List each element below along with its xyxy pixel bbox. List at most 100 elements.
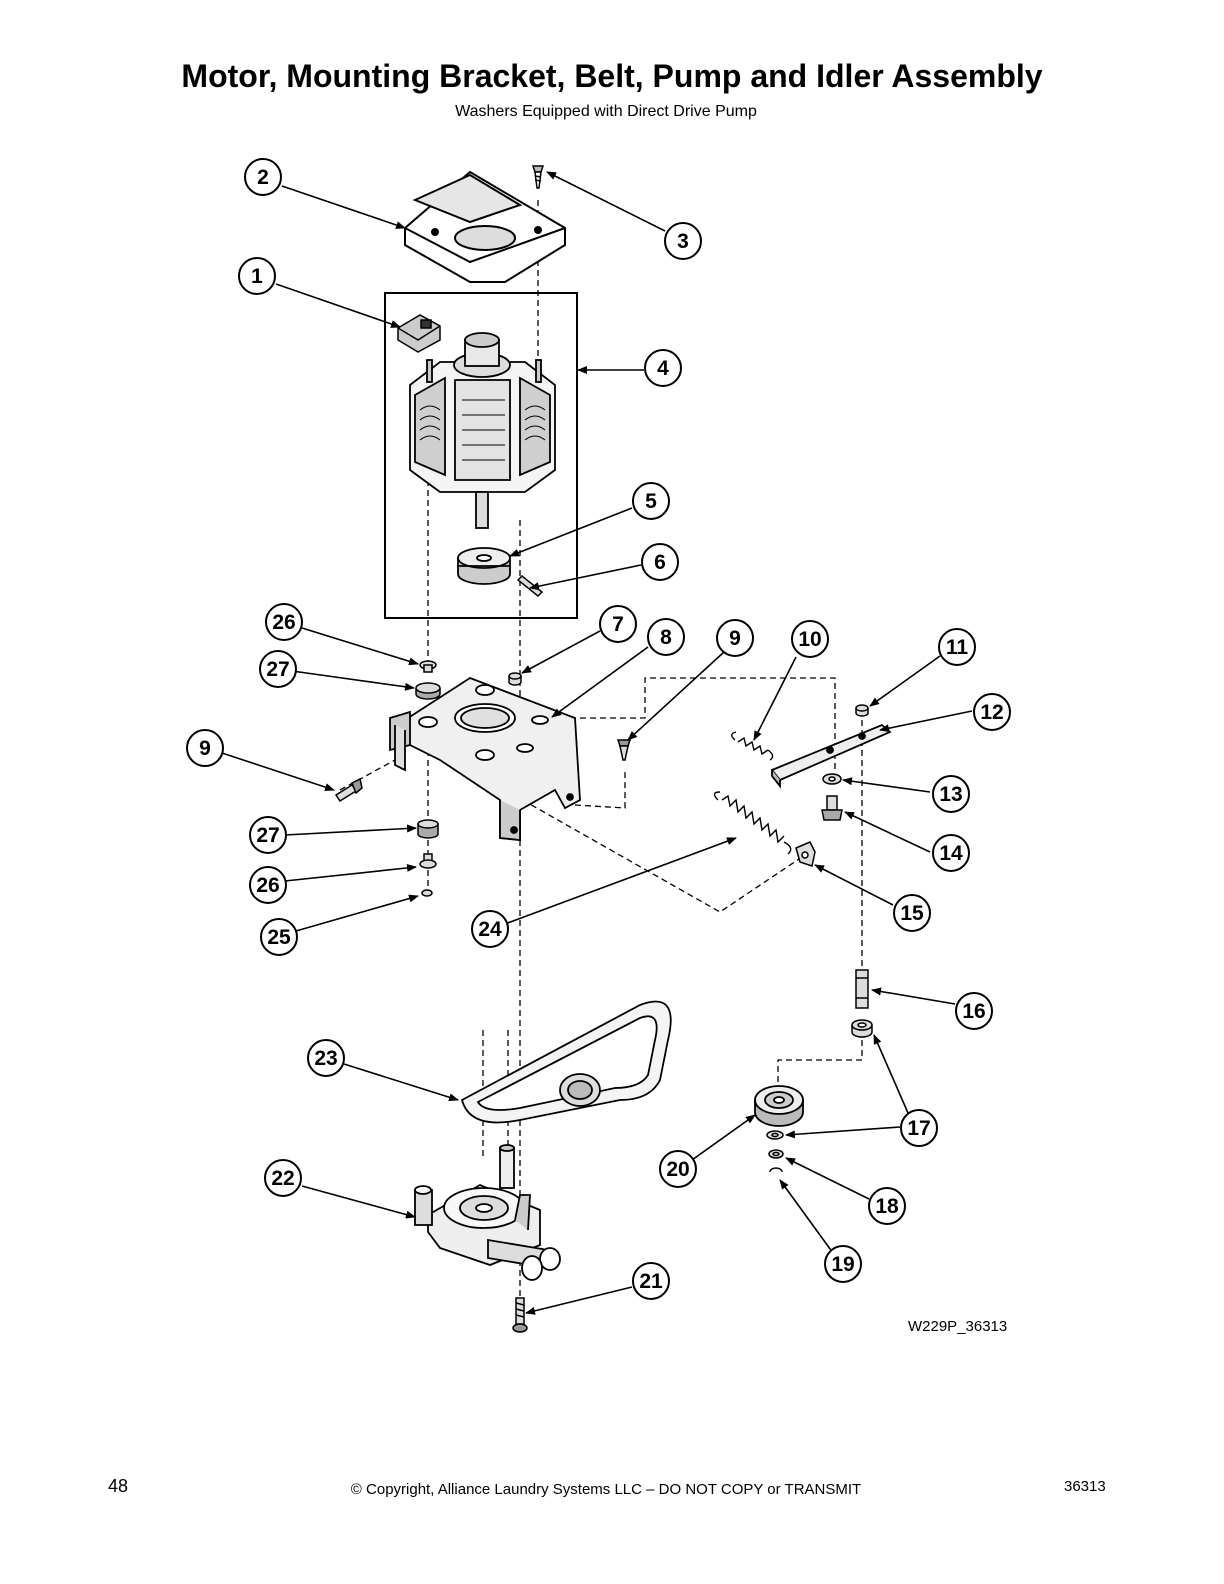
page-number: 48 <box>108 1476 129 1496</box>
callout-circle <box>973 693 1011 731</box>
callout-12: 12 <box>973 693 1011 731</box>
drive-belt-part <box>460 1000 672 1124</box>
callout-circle <box>632 482 670 520</box>
callout-circle <box>659 1150 697 1188</box>
callout-9: 9 <box>716 619 754 657</box>
mounting-bracket-part <box>389 676 581 841</box>
callout-label: 8 <box>660 626 672 649</box>
callout-26: 26 <box>249 866 287 904</box>
callout-label: 19 <box>831 1253 854 1276</box>
page-title: Motor, Mounting Bracket, Belt, Pump and … <box>181 58 1043 94</box>
pump-screw-part <box>512 1297 528 1333</box>
motor-pulley-part <box>457 547 511 585</box>
page-subtitle: Washers Equipped with Direct Drive Pump <box>455 103 757 120</box>
callout-label: 20 <box>666 1158 689 1181</box>
callout-label: 10 <box>798 628 821 651</box>
callout-label: 27 <box>266 658 289 681</box>
drawing-code: W229P_36313 <box>908 1318 1007 1335</box>
screw-left-part <box>334 777 363 803</box>
callout-circle <box>260 918 298 956</box>
callout-14: 14 <box>932 834 970 872</box>
callout-circle <box>599 605 637 643</box>
callout-circle <box>186 729 224 767</box>
callout-label: 16 <box>962 1000 985 1023</box>
spring-bracket-part <box>795 841 816 867</box>
callout-circle <box>647 618 685 656</box>
callout-circle <box>932 834 970 872</box>
callout-2: 2 <box>244 158 282 196</box>
callout-label: 11 <box>946 636 969 659</box>
callout-label: 14 <box>939 842 963 865</box>
callout-label: 21 <box>639 1270 663 1293</box>
motor-assembly-box <box>384 292 578 619</box>
nut-part <box>508 672 522 686</box>
idler-arm-part <box>770 723 892 789</box>
callout-27: 27 <box>259 650 297 688</box>
callout-label: 25 <box>267 926 291 949</box>
callout-circle <box>632 1262 670 1300</box>
callout-label: 13 <box>939 783 962 806</box>
callout-label: 9 <box>729 627 741 650</box>
idler-nut-part <box>855 704 869 717</box>
callout-circle <box>249 866 287 904</box>
callout-label: 12 <box>980 701 1003 724</box>
callout-label: 26 <box>256 874 279 897</box>
small-spring-part <box>731 731 774 761</box>
spacer-part <box>851 1019 873 1038</box>
idler-stud-part <box>855 969 869 1009</box>
document-number: 36313 <box>1064 1478 1106 1495</box>
callout-25: 25 <box>260 918 298 956</box>
overload-protector-part <box>397 314 441 353</box>
callout-4: 4 <box>644 349 682 387</box>
callout-label: 24 <box>478 918 502 941</box>
callout-label: 3 <box>677 230 689 253</box>
callout-9: 9 <box>186 729 224 767</box>
callout-circle <box>238 257 276 295</box>
motor-part <box>409 332 556 529</box>
callout-27: 27 <box>249 816 287 854</box>
callout-8: 8 <box>647 618 685 656</box>
callout-19: 19 <box>824 1245 862 1283</box>
idler-washers-parts <box>766 1130 784 1173</box>
callout-circle <box>932 775 970 813</box>
copyright-notice: © Copyright, Alliance Laundry Systems LL… <box>350 1481 862 1498</box>
callout-label: 7 <box>612 613 624 636</box>
callout-26: 26 <box>265 603 303 641</box>
callout-label: 5 <box>645 490 657 513</box>
screw-right-part <box>616 739 632 761</box>
callout-circle <box>249 816 287 854</box>
callout-23: 23 <box>307 1039 345 1077</box>
large-spring-part <box>713 791 792 855</box>
callout-7: 7 <box>599 605 637 643</box>
callout-3: 3 <box>664 222 702 260</box>
callout-17: 17 <box>900 1109 938 1147</box>
motor-cover-part <box>404 170 566 283</box>
callout-label: 15 <box>900 902 924 925</box>
callout-circle <box>471 910 509 948</box>
callout-circle <box>264 1159 302 1197</box>
callout-circle <box>644 349 682 387</box>
callout-label: 23 <box>314 1047 337 1070</box>
callout-circle <box>900 1109 938 1147</box>
callout-10: 10 <box>791 620 829 658</box>
callout-circle <box>868 1187 906 1225</box>
callout-circle <box>265 603 303 641</box>
callout-circle <box>824 1245 862 1283</box>
pump-part <box>414 1144 561 1281</box>
callout-circle <box>955 992 993 1030</box>
callout-circle <box>641 543 679 581</box>
callout-16: 16 <box>955 992 993 1030</box>
grommet-upper-parts <box>415 660 441 700</box>
grommet-lower-parts <box>417 819 439 897</box>
callout-label: 1 <box>251 265 263 288</box>
assembly-dash-lines <box>339 200 863 1320</box>
callout-20: 20 <box>659 1150 697 1188</box>
idler-pulley-part <box>754 1085 804 1127</box>
screw-part <box>531 165 545 189</box>
leader-lines <box>221 171 973 1315</box>
callout-13: 13 <box>932 775 970 813</box>
callout-label: 6 <box>654 551 666 574</box>
callout-label: 22 <box>271 1167 294 1190</box>
callout-circle <box>307 1039 345 1077</box>
